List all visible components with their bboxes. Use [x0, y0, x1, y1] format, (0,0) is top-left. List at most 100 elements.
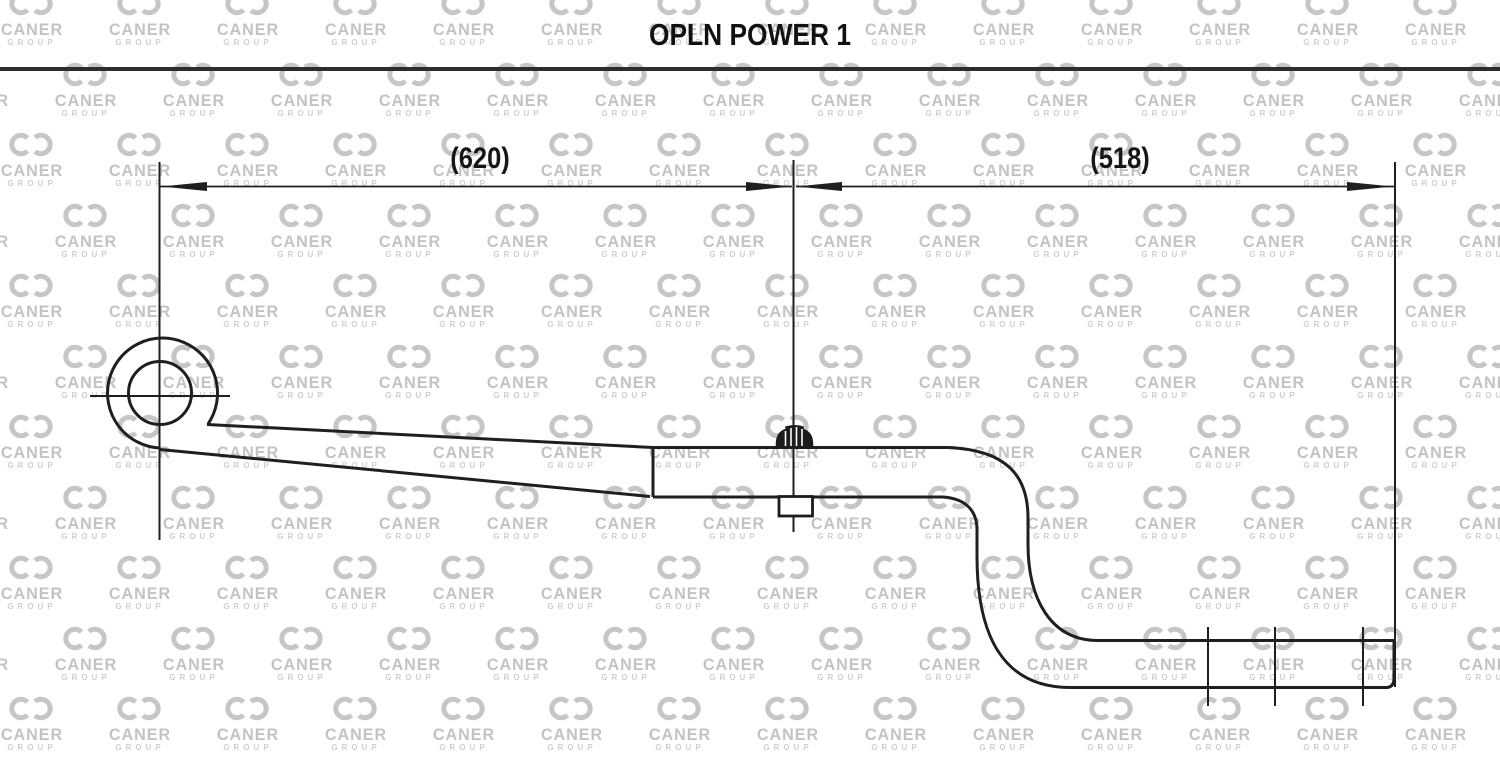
watermark-sub-text: GROUP — [61, 531, 111, 541]
dimension-518 — [796, 182, 1394, 191]
watermark-sub-text: GROUP — [277, 108, 327, 118]
watermark-sub-text: GROUP — [655, 38, 705, 47]
watermark-sub-text: GROUP — [817, 249, 867, 259]
infinity-logo-icon — [657, 555, 701, 580]
watermark-brand-text: CANER — [0, 302, 64, 321]
infinity-logo-icon — [711, 344, 755, 368]
bolt-head-hatch — [784, 427, 803, 446]
infinity-logo-icon — [1089, 696, 1133, 721]
watermark-brand-text: CANER — [486, 654, 550, 674]
watermark-sub-text: GROUP — [547, 179, 597, 188]
infinity-logo-icon — [1143, 62, 1187, 86]
infinity-logo-icon — [387, 203, 431, 227]
watermark-brand-text: CANER — [0, 161, 64, 180]
watermark-brand-text: CANER — [54, 90, 118, 110]
watermark-sub-text: GROUP — [7, 38, 57, 47]
watermark-brand-text: CANER — [1404, 161, 1468, 180]
leaf-bottom-surface — [653, 495, 1396, 689]
watermark-sub-text: GROUP — [709, 108, 759, 118]
watermark-sub-text: GROUP — [115, 179, 165, 188]
watermark-brand-text: CANER — [594, 654, 658, 674]
infinity-logo-icon — [387, 62, 431, 86]
watermark-brand-text: CANER — [54, 372, 118, 392]
watermark-brand-text: CANER — [1188, 584, 1252, 603]
infinity-logo-icon — [711, 62, 755, 86]
arrowhead-right — [1347, 182, 1393, 191]
infinity-logo-icon — [1035, 485, 1079, 509]
watermark-brand-text: CANER — [810, 231, 874, 251]
watermark-brand-text: CANER — [810, 654, 874, 674]
watermark-sub-text: GROUP — [115, 602, 165, 611]
watermark-sub-text: GROUP — [385, 390, 435, 400]
infinity-logo-icon — [1305, 696, 1349, 721]
watermark-brand-text: CANER — [1080, 443, 1144, 462]
infinity-logo-icon — [117, 555, 161, 580]
infinity-logo-icon — [495, 62, 539, 86]
watermark-brand-text: CANER — [1242, 372, 1306, 392]
watermark-brand-text: CANER — [162, 513, 226, 533]
watermark-sub-text: GROUP — [817, 108, 867, 118]
watermark-brand-text: CANER — [864, 725, 928, 744]
watermark-sub-text: GROUP — [547, 38, 597, 47]
infinity-logo-icon — [603, 344, 647, 368]
infinity-logo-icon — [873, 555, 917, 580]
watermark-sub-text: GROUP — [871, 179, 921, 188]
watermark-brand-text: CANER — [864, 20, 928, 39]
infinity-logo-icon — [1305, 0, 1349, 16]
infinity-logo-icon — [1089, 132, 1133, 157]
infinity-logo-icon — [657, 273, 701, 298]
watermark-brand-text: CANER — [756, 161, 820, 180]
watermark-brand-text: CANER — [1242, 513, 1306, 533]
watermark-sub-text: GROUP — [439, 38, 489, 47]
watermark-brand-text: CANER — [324, 20, 388, 39]
infinity-logo-icon — [171, 62, 215, 86]
watermark-sub-text: GROUP — [817, 390, 867, 400]
watermark-brand-text: CANER — [486, 90, 550, 110]
watermark-sub-text: GROUP — [547, 602, 597, 611]
watermark-brand-text: CANER — [918, 231, 982, 251]
watermark-brand-text: CANER — [648, 302, 712, 321]
watermark-brand-text: CANER — [432, 443, 496, 462]
watermark-sub-text: GROUP — [655, 320, 705, 329]
watermark-brand-text: CANER — [648, 161, 712, 180]
infinity-logo-icon — [225, 132, 269, 157]
infinity-logo-icon — [711, 626, 755, 650]
infinity-logo-icon — [1197, 414, 1241, 439]
watermark-sub-text: GROUP — [1033, 672, 1083, 682]
infinity-logo-icon — [1359, 203, 1403, 227]
watermark-sub-text: GROUP — [1249, 390, 1299, 400]
infinity-logo-icon — [1143, 203, 1187, 227]
infinity-logo-icon — [981, 273, 1025, 298]
watermark-sub-text: GROUP — [925, 390, 975, 400]
watermark-sub-text: GROUP — [925, 531, 975, 541]
watermark-sub-text: GROUP — [223, 743, 273, 752]
watermark-brand-text: CANER — [1080, 725, 1144, 744]
infinity-logo-icon — [1143, 485, 1187, 509]
watermark-sub-text: GROUP — [1411, 179, 1461, 188]
watermark-brand-text: CANER — [702, 513, 766, 533]
